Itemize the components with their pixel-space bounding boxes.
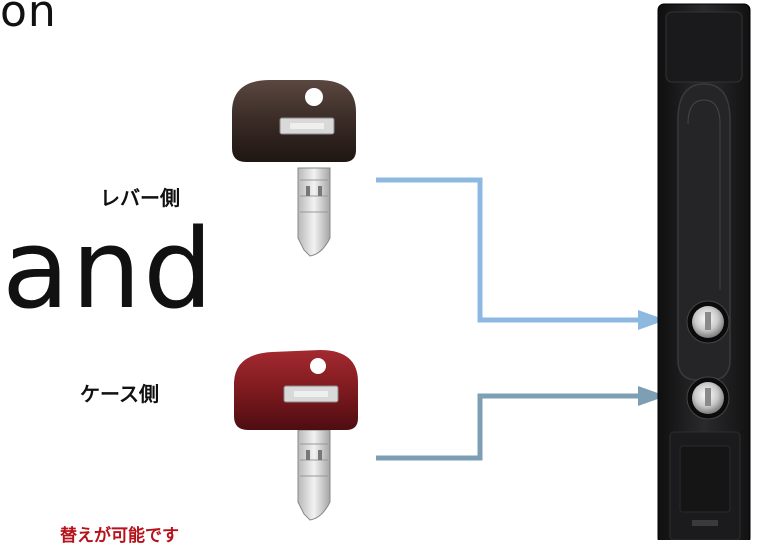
big-heading: and <box>2 205 215 333</box>
upper-arrow <box>376 177 666 330</box>
case-side-label: ケース側 <box>80 382 159 406</box>
lower-arrow <box>376 386 666 461</box>
lower-key-icon <box>234 350 358 521</box>
upper-key-icon <box>232 80 356 257</box>
lock-handle-icon <box>657 3 751 540</box>
partial-heading: on <box>0 0 57 37</box>
lever-side-label: レバー側 <box>100 186 180 210</box>
keys-illustration <box>232 80 358 521</box>
